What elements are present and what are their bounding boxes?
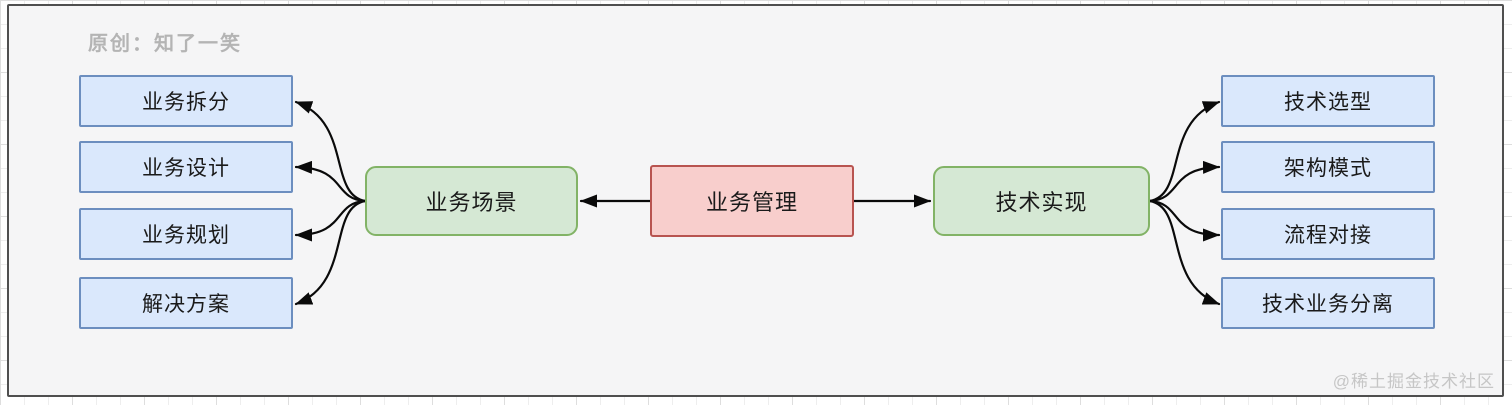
watermark-community: @稀土掘金技术社区 — [1332, 372, 1495, 391]
node-business-planning: 业务规划 — [79, 208, 293, 260]
node-business-split: 业务拆分 — [79, 75, 293, 127]
node-business-scenario: 业务场景 — [365, 166, 578, 236]
node-tech-business-separation: 技术业务分离 — [1221, 277, 1435, 329]
node-business-design: 业务设计 — [79, 141, 293, 193]
watermark-author: 原创：知了一笑 — [88, 33, 242, 55]
node-business-management: 业务管理 — [650, 165, 854, 237]
node-architecture-pattern: 架构模式 — [1221, 141, 1435, 193]
node-process-integration: 流程对接 — [1221, 208, 1435, 260]
node-tech-selection: 技术选型 — [1221, 75, 1435, 127]
node-tech-implementation: 技术实现 — [933, 166, 1150, 236]
node-solution: 解决方案 — [79, 277, 293, 329]
